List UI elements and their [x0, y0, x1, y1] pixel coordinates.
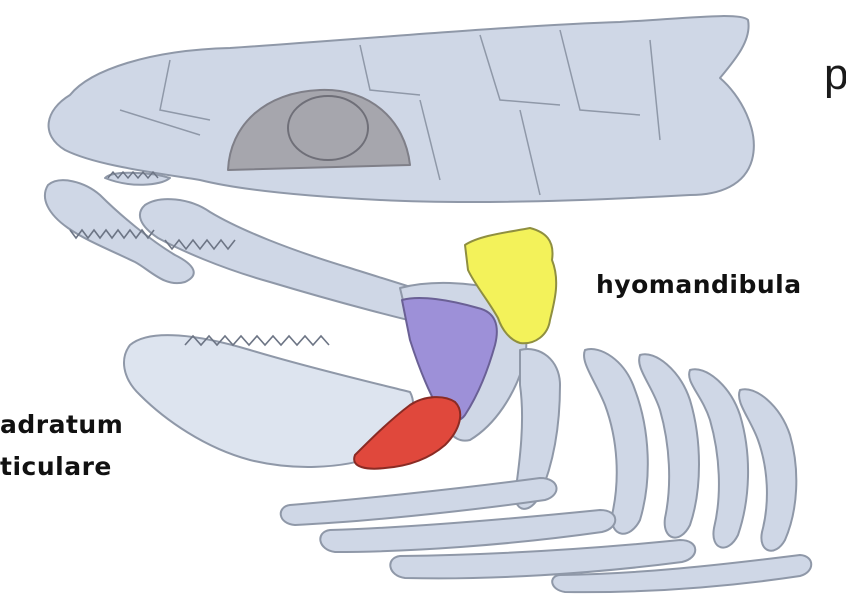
hyomandibular-label: hyomandibula: [596, 270, 802, 299]
gill-arch-1: [584, 349, 648, 534]
quadratum-label: adratum: [0, 410, 123, 439]
articulare-label: ticulare: [0, 452, 112, 481]
partial-label-top: p: [824, 50, 846, 100]
